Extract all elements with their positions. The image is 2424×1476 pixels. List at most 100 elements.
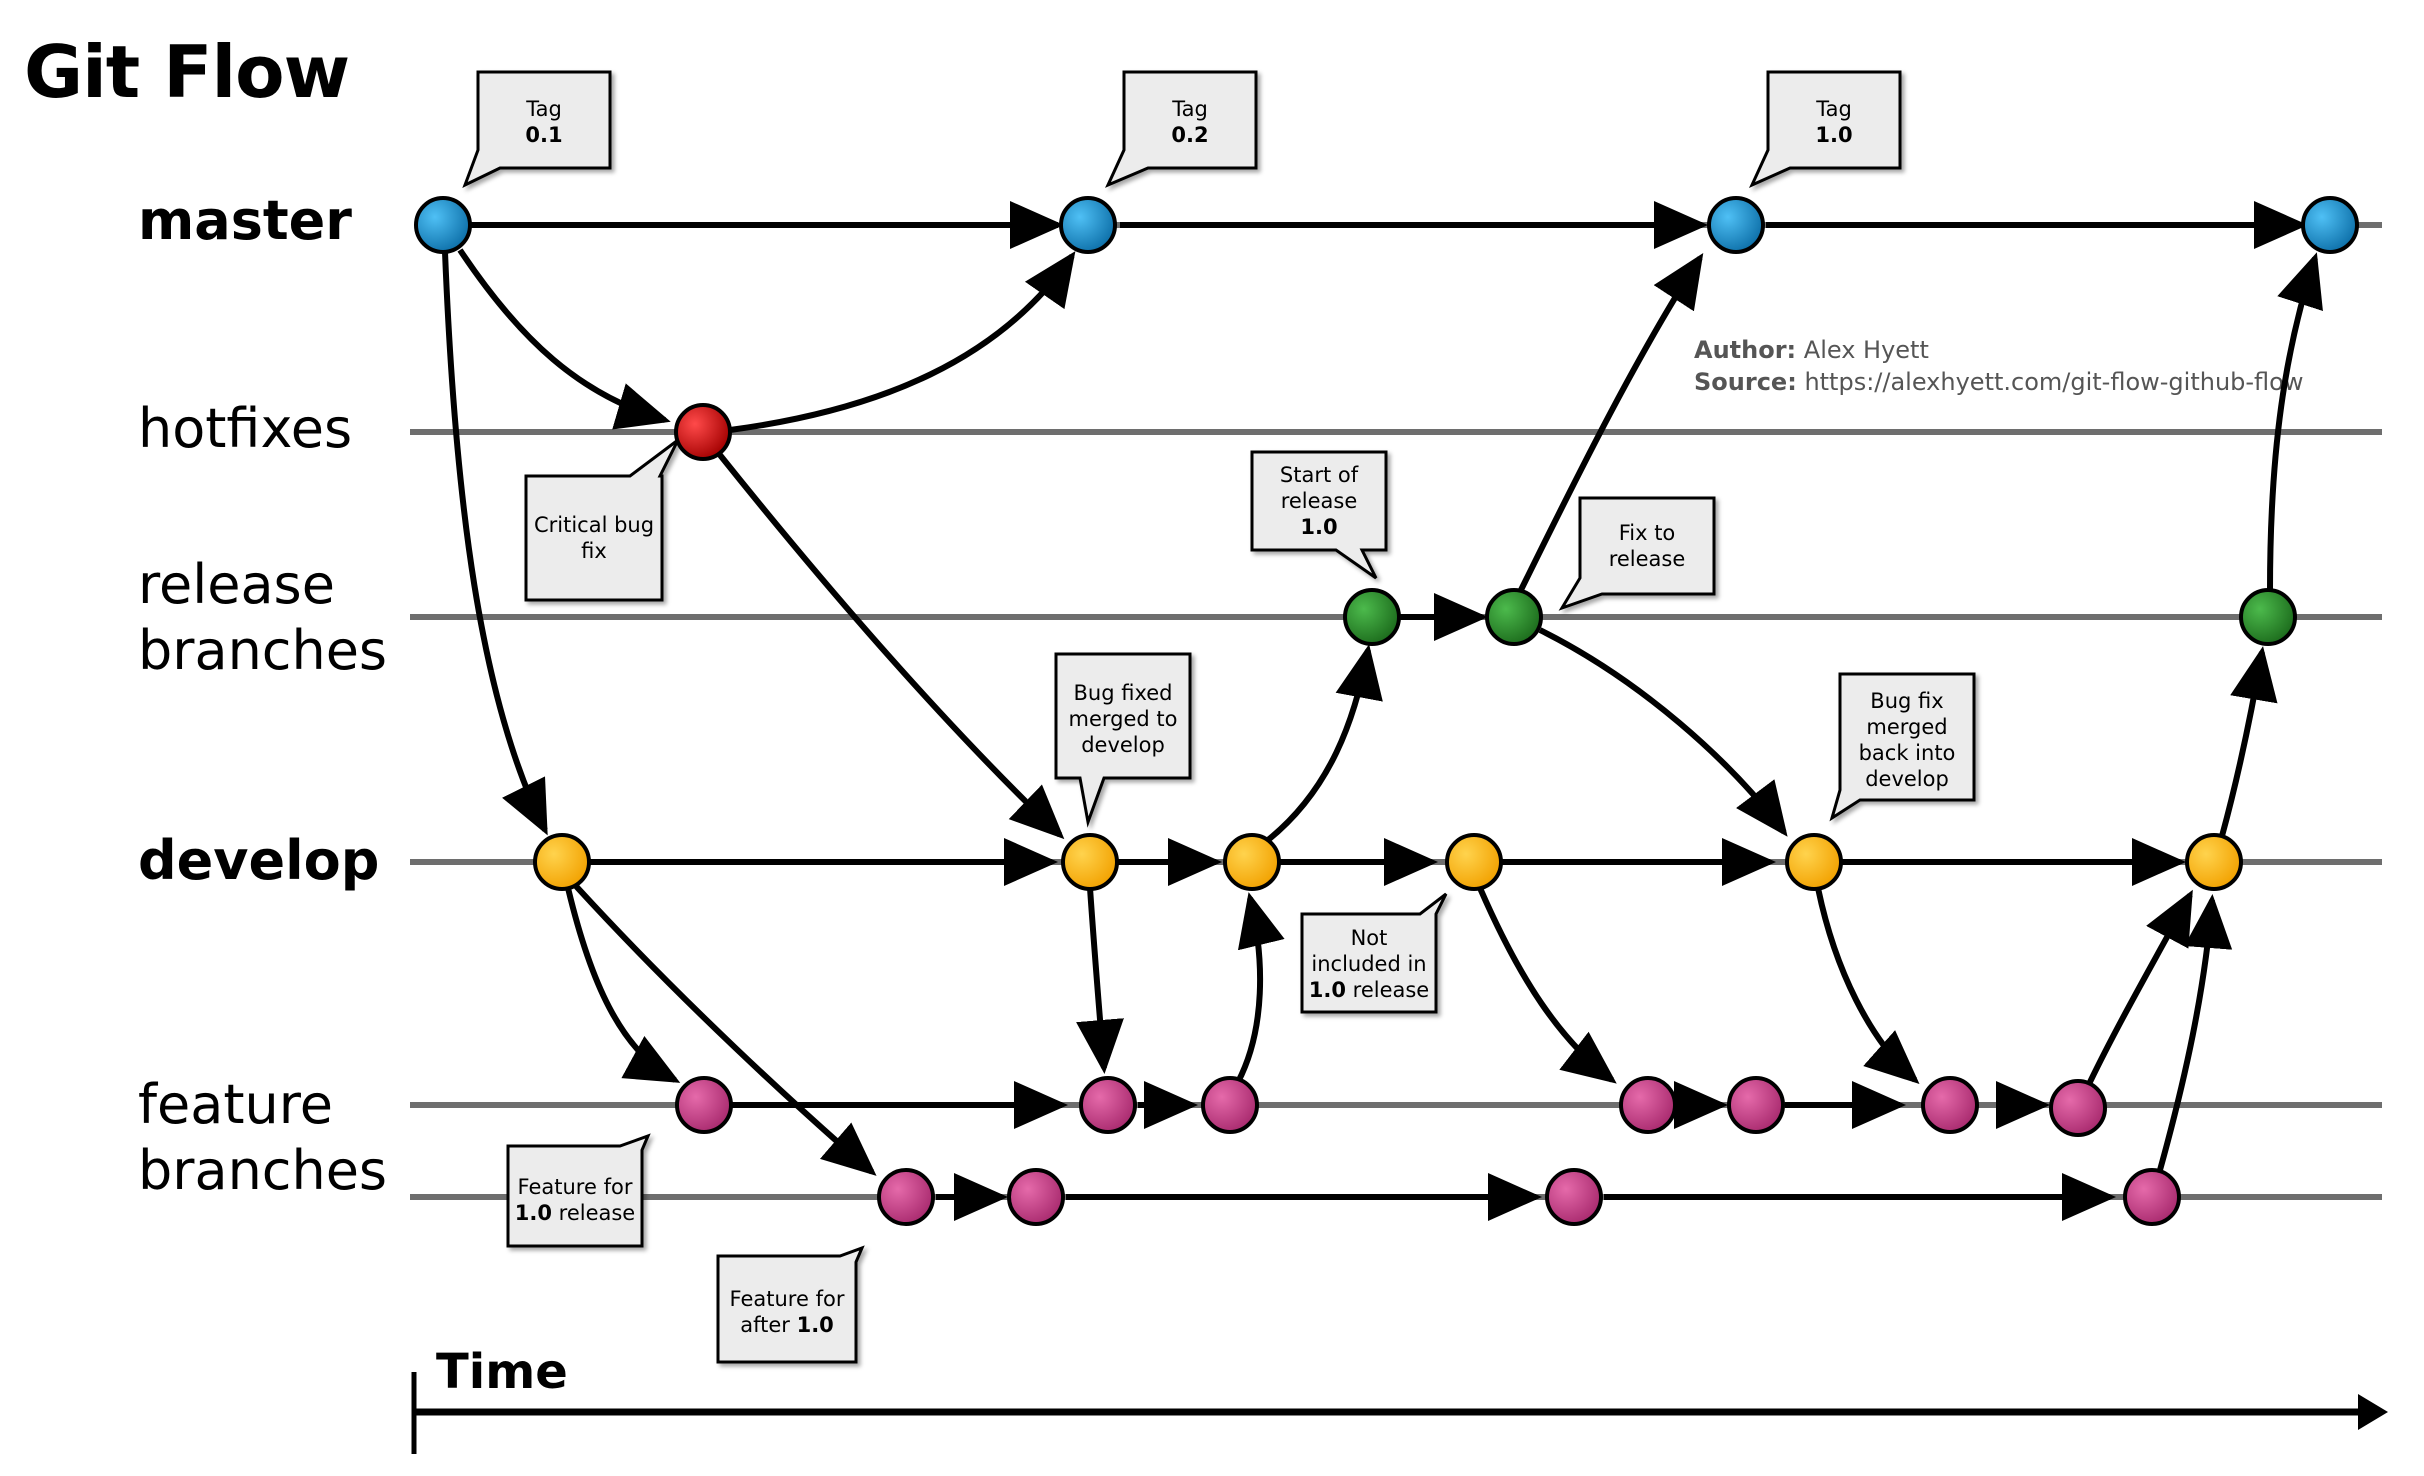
callout-not-included: Not included in 1.0 release [1300, 892, 1448, 1014]
edge-feature1-to-develop-final [2087, 889, 2193, 1084]
edge-develop-to-feature1-d [1815, 887, 1920, 1084]
commit-feature1-2 [1079, 1076, 1137, 1134]
callout-not-included-line2: included in [1311, 952, 1426, 976]
lane-label-develop: develop [138, 829, 380, 892]
commit-feature1-7 [2049, 1079, 2107, 1137]
callout-bug-fix-merged-line1: Bug fix [1870, 689, 1943, 713]
commit-nodes [414, 196, 2359, 1226]
commit-master-3 [1707, 196, 1765, 254]
commit-feature2-2 [1007, 1168, 1065, 1226]
callout-fix-release-line2: release [1609, 547, 1686, 571]
commit-hotfix-1 [674, 403, 732, 461]
callout-tag-02-line2: 0.2 [1171, 123, 1208, 147]
author-line: Author: Alex Hyett [1694, 334, 2303, 366]
callout-critical-bug-line1: Critical bug [534, 513, 654, 537]
source-label: Source: [1694, 368, 1797, 396]
time-axis-arrowhead [2358, 1394, 2388, 1430]
commit-release-2 [1485, 588, 1543, 646]
edge-release-to-master-final [2267, 252, 2323, 591]
commit-develop-6 [2185, 833, 2243, 891]
callout-critical-bug: Critical bug fix [524, 438, 680, 602]
time-axis-label: Time [436, 1344, 568, 1400]
commit-feature1-3 [1201, 1076, 1259, 1134]
commit-feature1-5 [1727, 1076, 1785, 1134]
commit-feature2-1 [877, 1168, 935, 1226]
callout-critical-bug-line2: fix [581, 539, 607, 563]
commit-feature2-3 [1545, 1168, 1603, 1226]
edge-develop-to-release [1266, 644, 1383, 843]
edge-release-to-develop [1538, 627, 1788, 837]
time-axis [411, 1372, 2388, 1454]
callout-tag-10-line2: 1.0 [1815, 123, 1852, 147]
page-title: Git Flow [24, 30, 350, 114]
commit-develop-5 [1785, 833, 1843, 891]
commit-release-3 [2239, 588, 2297, 646]
lane-label-feature-branches: feature branches [138, 1072, 458, 1204]
callout-not-included-line3: 1.0 release [1309, 978, 1429, 1002]
commit-develop-2 [1061, 833, 1119, 891]
callout-bug-fix-merged-line3: back into [1859, 741, 1956, 765]
edge-develop-to-feature-2 [572, 882, 877, 1176]
callout-start-release-line2: release [1281, 489, 1358, 513]
edge-develop-to-feature1-c [1477, 886, 1617, 1084]
edge-master-to-develop [442, 251, 548, 836]
commit-feature1-4 [1619, 1076, 1677, 1134]
callout-not-included-line1: Not [1351, 926, 1388, 950]
callout-start-release-line1: Start of [1280, 463, 1359, 487]
callout-bug-fixed-line1: Bug fixed [1074, 681, 1173, 705]
source-value: https://alexhyett.com/git-flow-github-fl… [1804, 368, 2304, 396]
callout-bug-fix-merged: Bug fix merged back into develop [1829, 672, 1976, 822]
edge-feature1-to-develop [1235, 892, 1285, 1084]
source-line: Source: https://alexhyett.com/git-flow-g… [1694, 366, 2303, 398]
callout-feature-after-line2: after 1.0 [740, 1313, 834, 1337]
edge-develop-to-feature-1 [565, 887, 681, 1083]
edge-feature2-to-develop [2157, 894, 2233, 1171]
callout-feature-10-line1: Feature for [518, 1175, 633, 1199]
author-value: Alex Hyett [1803, 336, 1929, 364]
commit-develop-3 [1223, 833, 1281, 891]
edge-develop-to-feature1-b [1076, 887, 1124, 1074]
edge-develop-to-release-final [2219, 646, 2278, 837]
author-credit: Author: Alex Hyett Source: https://alexh… [1694, 334, 2303, 398]
callout-bug-fixed-line3: develop [1081, 733, 1165, 757]
callout-feature-10-line2-bold: 1.0 [515, 1201, 552, 1225]
callout-tag-02-line1: Tag [1171, 97, 1208, 121]
callout-tag-02: Tag 0.2 [1105, 70, 1258, 188]
callout-bug-fix-merged-line4: develop [1865, 767, 1949, 791]
edges [442, 201, 2323, 1221]
edge-hotfix-to-develop [717, 453, 1065, 840]
callout-feature-after-line2-bold: 1.0 [797, 1313, 834, 1337]
callout-start-release-line3: 1.0 [1300, 515, 1337, 539]
callout-tag-01-line2: 0.1 [525, 123, 562, 147]
callout-feature-after-line2-rest: after [740, 1313, 796, 1337]
lane-label-master: master [138, 189, 352, 252]
lane-lines [410, 222, 2382, 1200]
callout-feature-10-line2-rest: release [552, 1201, 635, 1225]
callout-fix-release-line1: Fix to [1619, 521, 1676, 545]
callouts: Tag 0.1 Tag 0.2 Tag 1.0 Critical bug fix… [462, 70, 1976, 1364]
callout-feature-10-line2: 1.0 release [515, 1201, 635, 1225]
callout-tag-01-line1: Tag [525, 97, 562, 121]
callout-feature-10: Feature for 1.0 release [506, 1133, 651, 1248]
callout-tag-10: Tag 1.0 [1748, 70, 1902, 188]
lane-label-release-line2: branches [138, 619, 388, 682]
callout-not-included-line3-bold: 1.0 [1309, 978, 1346, 1002]
callout-tag-10-line1: Tag [1815, 97, 1852, 121]
lane-label-release-line1: release [138, 553, 335, 616]
callout-fix-release: Fix to release [1558, 496, 1716, 611]
commit-feature1-1 [675, 1076, 733, 1134]
callout-tag-01: Tag 0.1 [462, 70, 612, 188]
edge-master-to-hotfix [457, 248, 671, 430]
commit-feature1-6 [1921, 1076, 1979, 1134]
callout-not-included-line3-rest: release [1346, 978, 1429, 1002]
commit-master-4 [2301, 196, 2359, 254]
callout-feature-after-line1: Feature for [730, 1287, 845, 1311]
callout-bug-fix-merged-line2: merged [1866, 715, 1947, 739]
commit-release-1 [1343, 588, 1401, 646]
lane-label-feature-line1: feature [138, 1073, 333, 1136]
lane-label-release-branches: release branches [138, 552, 458, 684]
edge-release-to-master [1517, 252, 1704, 594]
lane-label-feature-line2: branches [138, 1139, 388, 1202]
commit-develop-1 [533, 833, 591, 891]
